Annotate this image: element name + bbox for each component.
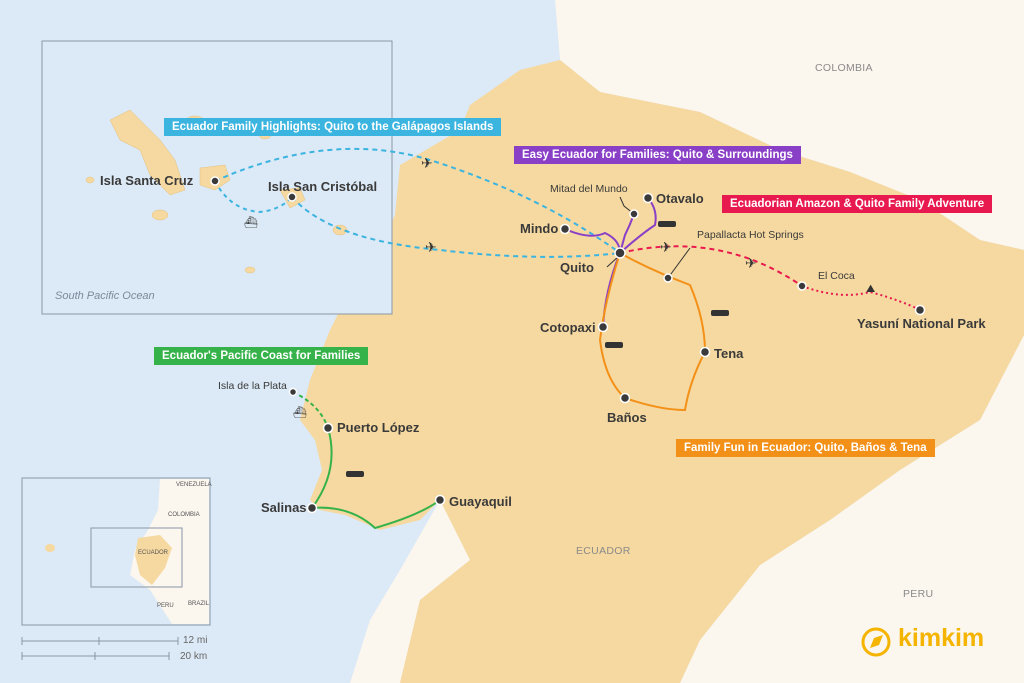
scale-miles: 12 mi	[183, 635, 208, 646]
hiking-icon: ⛰	[866, 282, 875, 295]
inset-label-ecuador: ECUADOR	[138, 550, 169, 556]
place-quito: Quito	[560, 260, 594, 275]
logo-text: kimkim	[898, 624, 985, 652]
place-cotopaxi: Cotopaxi	[540, 320, 596, 335]
place-isla-de-la-plata: Isla de la Plata	[218, 380, 287, 392]
place-otavalo: Otavalo	[656, 191, 704, 206]
inset-label-venezuela: VENEZUELA	[176, 482, 212, 488]
plane-icon: ✈	[421, 156, 433, 172]
plane-icon: ✈	[425, 240, 437, 256]
route-label-galapagos[interactable]: Ecuador Family Highlights: Quito to the …	[164, 118, 502, 136]
peru-region	[350, 335, 1024, 683]
country-label-ecuador: ECUADOR	[576, 545, 631, 557]
place-salinas: Salinas	[261, 500, 307, 515]
route-label-pacific-coast[interactable]: Ecuador's Pacific Coast for Families	[154, 347, 369, 365]
scale-km: 20 km	[180, 651, 208, 662]
inset-label-colombia: COLOMBIA	[168, 512, 200, 518]
amazon-route-line	[619, 245, 803, 287]
place-mindo: Mindo	[520, 221, 559, 236]
place-guayaquil: Guayaquil	[449, 494, 512, 509]
place-mitad-del-mundo: Mitad del Mundo	[550, 183, 628, 195]
routes	[214, 147, 921, 530]
place-el-coca: El Coca	[818, 270, 855, 282]
ecuador-land	[300, 60, 1024, 683]
plane-icon: ✈	[660, 240, 672, 256]
country-label-peru: PERU	[903, 588, 934, 600]
colombia-region	[555, 0, 1024, 250]
plane-icon: ✈	[745, 256, 757, 272]
car-icons	[346, 221, 729, 477]
inset-label-peru: PERU	[157, 603, 174, 609]
place-yasuni: Yasuní National Park	[857, 316, 986, 331]
country-label-colombia: COLOMBIA	[815, 62, 873, 74]
place-markers	[210, 176, 926, 514]
kimkim-logo: kimkim	[860, 624, 984, 653]
place-santa-cruz: Isla Santa Cruz	[100, 173, 194, 188]
ocean-label: South Pacific Ocean	[55, 290, 155, 302]
compass-logo-icon	[861, 627, 891, 657]
route-label-amazon[interactable]: Ecuadorian Amazon & Quito Family Adventu…	[722, 195, 993, 213]
banos-route-line	[598, 252, 707, 412]
boat-icon: ⛴	[293, 406, 307, 419]
locator-map	[21, 477, 211, 660]
galapagos-route-line	[214, 147, 621, 254]
place-puerto-lopez: Puerto López	[337, 420, 420, 435]
inset-label-brazil: BRAZIL	[188, 601, 210, 607]
place-papallacta: Papallacta Hot Springs	[697, 229, 804, 241]
place-tena: Tena	[714, 346, 744, 361]
place-banos: Baños	[607, 410, 647, 425]
place-san-cristobal: Isla San Cristóbal	[268, 179, 378, 194]
boat-icon: ⛴	[244, 216, 258, 229]
quito-route-line	[564, 197, 657, 328]
route-label-banos-tena[interactable]: Family Fun in Ecuador: Quito, Baños & Te…	[676, 439, 935, 457]
route-label-quito-surroundings[interactable]: Easy Ecuador for Families: Quito & Surro…	[514, 146, 801, 164]
